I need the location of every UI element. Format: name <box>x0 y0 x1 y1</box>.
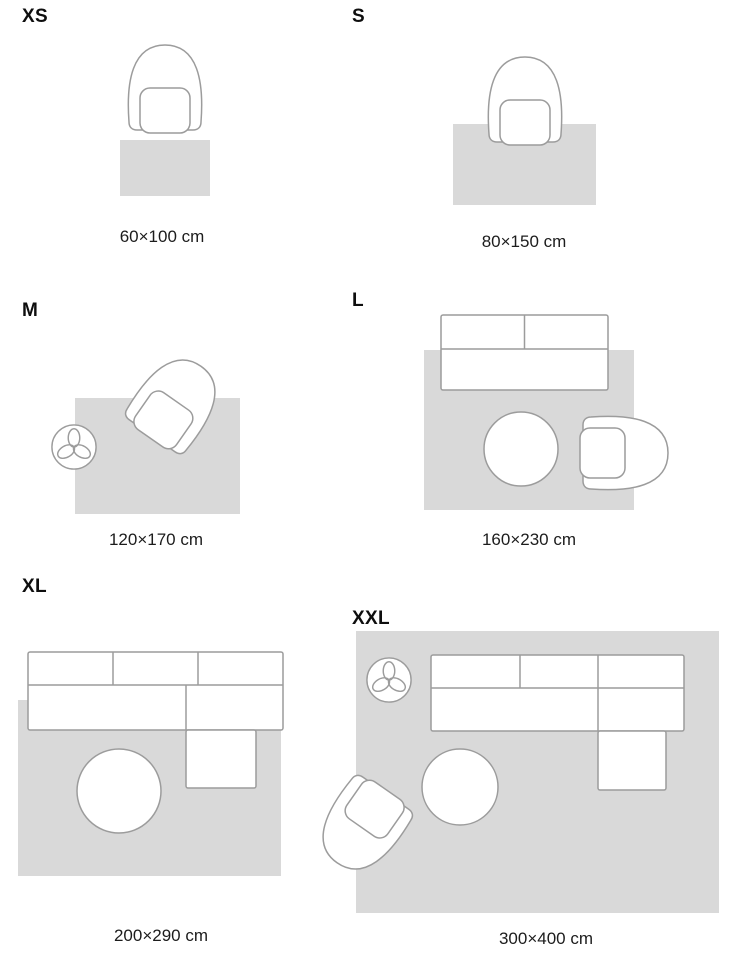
scene-s <box>453 56 596 205</box>
plant-icon <box>51 424 97 470</box>
coffee-table-icon <box>76 748 162 834</box>
sectional-sofa-icon <box>430 654 685 791</box>
size-label-s: S <box>352 6 365 27</box>
coffee-table-icon <box>421 748 499 826</box>
size-label-xs: XS <box>22 6 48 27</box>
sofa-body <box>430 654 685 732</box>
dimension-label-xl: 200×290 cm <box>113 926 209 945</box>
scene-xxl <box>306 631 719 913</box>
sofa-chaise <box>597 730 667 791</box>
sofa-chaise <box>185 729 257 789</box>
dimension-label-l: 160×230 cm <box>481 530 577 549</box>
dimension-label-m: 120×170 cm <box>108 530 204 549</box>
sofa-body <box>27 651 284 731</box>
armchair-icon <box>579 415 669 491</box>
scene-xs <box>120 44 210 196</box>
size-label-xl: XL <box>22 576 47 597</box>
sofa-icon <box>440 314 609 391</box>
dimension-label-s: 80×150 cm <box>481 232 567 251</box>
size-label-xxl: XXL <box>352 608 390 629</box>
coffee-table-icon <box>483 411 559 487</box>
scene-l <box>424 314 669 510</box>
armchair-icon <box>487 56 563 146</box>
scene-m <box>51 344 240 514</box>
plant-icon <box>366 657 412 703</box>
size-label-l: L <box>352 290 364 311</box>
scene-xl <box>18 651 284 876</box>
armchair-icon <box>127 44 203 134</box>
sectional-sofa-icon <box>27 651 284 789</box>
dimension-label-xs: 60×100 cm <box>119 227 205 246</box>
rug <box>120 140 210 196</box>
dimension-label-xxl: 300×400 cm <box>498 929 594 948</box>
size-label-m: M <box>22 300 39 321</box>
